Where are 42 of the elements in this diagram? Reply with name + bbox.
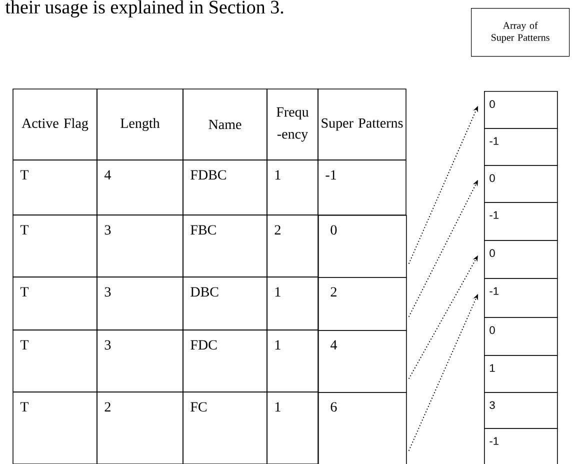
table-cell: Frequ -ency	[266, 88, 318, 160]
table-cell: FBC	[182, 214, 268, 278]
table-cell: 1	[266, 160, 318, 216]
table-cell: Length	[96, 88, 184, 160]
table-cell: 2	[266, 214, 318, 278]
table-cell: DBC	[182, 276, 268, 330]
table-cell: T	[12, 160, 98, 216]
table-cell: Active Flag	[12, 88, 98, 160]
table-cell: Name	[182, 88, 268, 160]
table-cell: FC	[182, 392, 268, 464]
table-cell: 2	[96, 392, 184, 464]
table-cell: 0	[318, 215, 407, 278]
array-cell: 3	[484, 392, 558, 429]
array-cell: -1	[484, 428, 558, 464]
table-cell: 1	[266, 276, 318, 330]
table-cell: -1	[318, 160, 406, 216]
table-cell: 3	[96, 330, 184, 392]
table-cell: FDC	[182, 330, 268, 392]
array-cell: -1	[484, 202, 558, 241]
intro-text: their usage is explained in Section 3.	[5, 0, 284, 18]
table-cell: T	[12, 276, 98, 330]
table-cell: 2	[318, 277, 407, 331]
array-cell: -1	[484, 128, 558, 166]
array-cell: 0	[484, 165, 558, 203]
title-box: Array of Super Patterns	[471, 8, 570, 57]
table-cell: 4	[318, 330, 407, 393]
table-cell: 1	[266, 330, 318, 392]
table-cell: T	[12, 214, 98, 278]
array-cell: -1	[484, 278, 558, 318]
table-cell: 6	[318, 392, 407, 464]
table-cell: Super Patterns	[318, 88, 406, 160]
array-cell: 0	[484, 240, 558, 279]
table-cell: FDBC	[182, 160, 268, 216]
table-cell: 4	[96, 160, 184, 216]
array-cell: 1	[484, 355, 558, 393]
table-cell: 3	[96, 214, 184, 278]
table-cell: 3	[96, 276, 184, 330]
table-cell: 1	[266, 392, 318, 464]
array-cell: 0	[484, 317, 558, 356]
table-cell: T	[12, 330, 98, 392]
table-cell: T	[12, 392, 98, 464]
array-cell: 0	[484, 91, 558, 129]
